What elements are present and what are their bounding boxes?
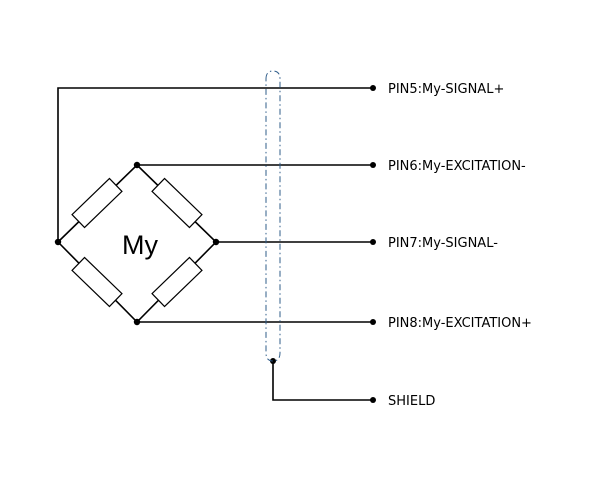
wire-signal-plus [57,87,373,242]
label-pin7: PIN7:My-SIGNAL- [388,236,498,251]
bridge-circuit: My [54,161,220,326]
resistor-top-left [71,177,123,229]
label-pin8: PIN8:My-EXCITATION+ [388,316,532,331]
terminal-pin6 [370,162,376,168]
cable-shield-outline [265,70,281,362]
output-wires [57,85,376,403]
node-shield-drain [270,358,276,364]
resistor-bottom-left [71,256,123,308]
label-pin5: PIN5:My-SIGNAL+ [388,82,504,97]
resistor-top-right [151,177,203,229]
terminal-shield [370,397,376,403]
resistor-bottom-right [151,256,203,308]
wire-shield [272,361,373,401]
label-pin6: PIN6:My-EXCITATION- [388,159,526,174]
label-shield: SHIELD [388,394,435,409]
terminal-pin8 [370,319,376,325]
pin-labels: PIN5:My-SIGNAL+ PIN6:My-EXCITATION- PIN7… [388,82,532,409]
terminal-pin7 [370,239,376,245]
terminal-pin5 [370,85,376,91]
bridge-label: My [122,230,158,260]
